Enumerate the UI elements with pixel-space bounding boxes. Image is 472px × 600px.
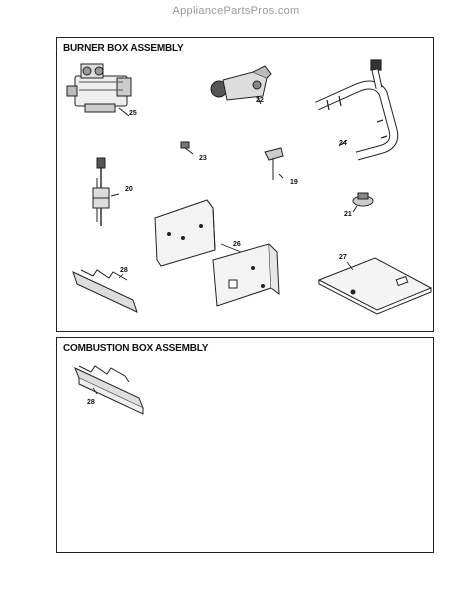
callout-28-burner: 28 bbox=[120, 267, 128, 274]
combustion-box-panel: COMBUSTION BOX ASSEMBLY 28 bbox=[56, 337, 434, 553]
burner-box-drawing bbox=[57, 38, 435, 333]
callout-27: 27 bbox=[339, 254, 347, 261]
gas-valve bbox=[67, 64, 131, 116]
callout-28-combustion: 28 bbox=[87, 399, 95, 406]
combustion-box-title: COMBUSTION BOX ASSEMBLY bbox=[63, 343, 209, 354]
pilot-assembly bbox=[93, 158, 119, 226]
burner-box-panels bbox=[155, 200, 279, 306]
callout-19: 19 bbox=[290, 179, 298, 186]
base-plate bbox=[319, 258, 431, 314]
callout-22: 22 bbox=[256, 97, 264, 104]
callout-23: 23 bbox=[199, 155, 207, 162]
watermark: AppliancePartsPros.com bbox=[172, 5, 300, 17]
limit-switch bbox=[353, 193, 373, 212]
burner-box-title: BURNER BOX ASSEMBLY bbox=[63, 43, 184, 54]
blower-motor bbox=[211, 66, 271, 104]
spark-electrode bbox=[181, 142, 193, 154]
burner-box-panel: BURNER BOX ASSEMBLY bbox=[56, 37, 434, 332]
burner-manifold bbox=[317, 60, 394, 156]
callout-21: 21 bbox=[344, 211, 352, 218]
burner-baffle bbox=[73, 270, 137, 312]
combustion-box-drawing bbox=[57, 338, 435, 554]
callout-24: 24 bbox=[339, 140, 347, 147]
callout-25: 25 bbox=[129, 110, 137, 117]
callout-20: 20 bbox=[125, 186, 133, 193]
combustion-baffle bbox=[75, 366, 143, 414]
flame-sensor bbox=[265, 148, 283, 180]
callout-26: 26 bbox=[233, 241, 241, 248]
